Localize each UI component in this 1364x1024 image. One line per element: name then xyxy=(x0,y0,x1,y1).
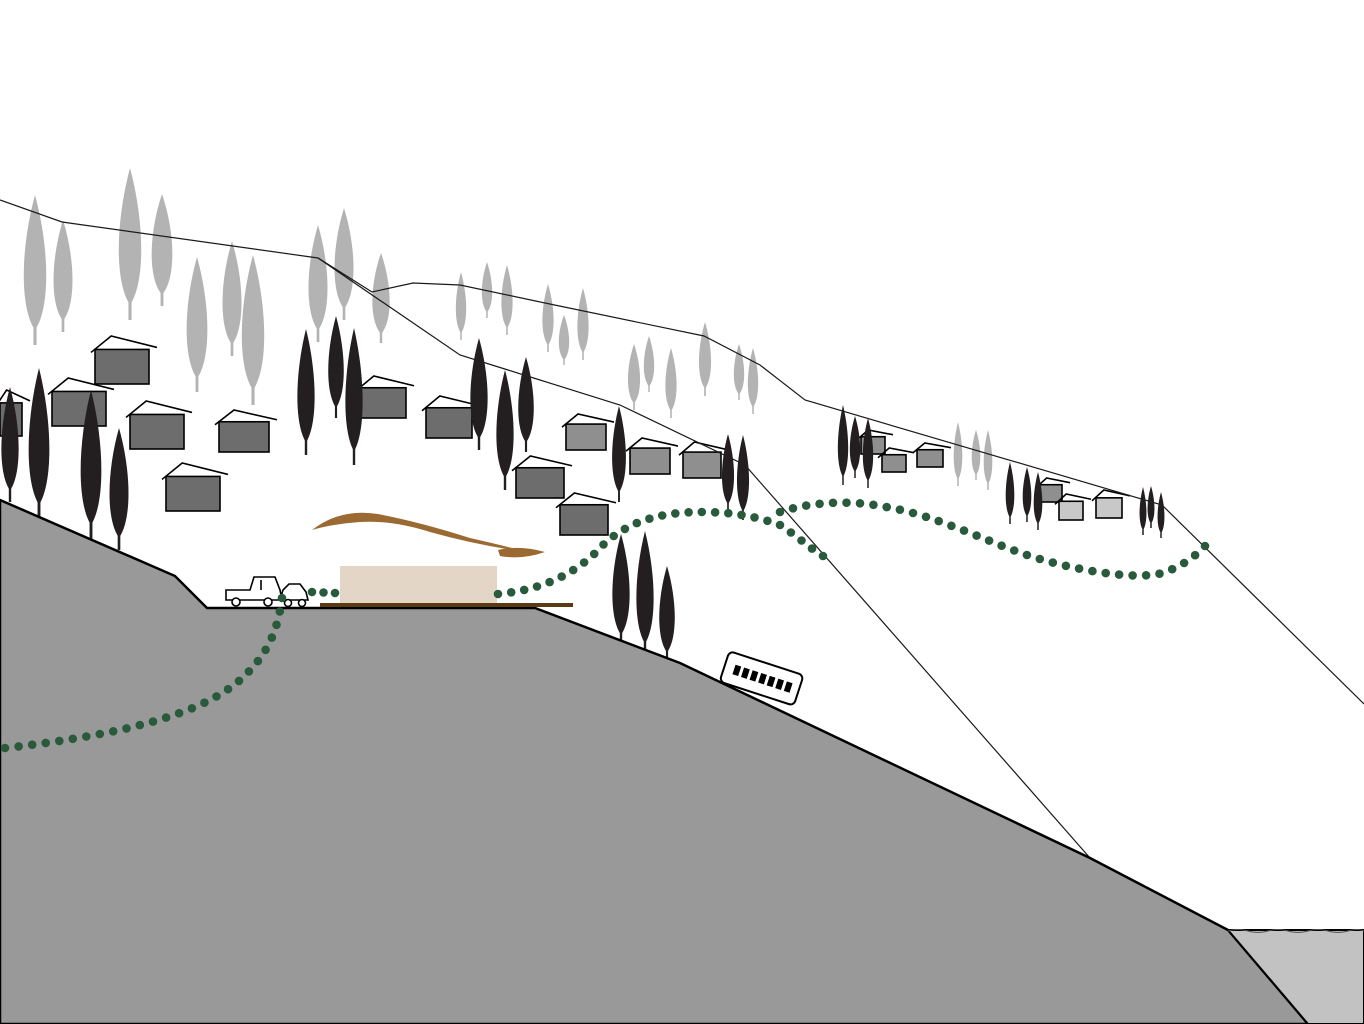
cypress-tree-icon xyxy=(496,370,514,490)
middle-ridge-line xyxy=(317,257,1091,859)
cypress-tree-icon xyxy=(151,194,173,306)
wooden-sculpture-icon xyxy=(312,512,545,558)
house-icon xyxy=(47,377,115,427)
water-surface-line xyxy=(1227,929,1364,933)
cypress-tree-icon xyxy=(334,208,354,320)
cypress-tree-icon xyxy=(1,387,19,502)
cypress-tree-icon xyxy=(241,255,265,405)
contour-lines xyxy=(0,199,1364,859)
cypress-tree-icon xyxy=(747,348,759,414)
house-icon xyxy=(161,462,229,512)
truck-icon xyxy=(225,576,283,607)
house-icon xyxy=(625,437,679,475)
house-icon xyxy=(555,492,617,536)
cypress-tree-icon xyxy=(118,168,142,320)
cypress-tree-icon xyxy=(659,566,675,662)
house-icon xyxy=(877,447,915,473)
cypress-tree-icon xyxy=(627,344,641,410)
cypress-tree-icon xyxy=(983,430,993,490)
cypress-tree-icon xyxy=(849,416,861,478)
cypress-tree-icon xyxy=(1005,462,1015,524)
house-icon xyxy=(125,400,193,450)
cypress-tree-icon xyxy=(953,422,963,486)
house-icon xyxy=(912,442,952,468)
cypress-tree-icon xyxy=(721,434,735,512)
house-icon xyxy=(421,395,481,439)
cypress-tree-icon xyxy=(501,265,513,335)
cypress-tree-icon xyxy=(297,329,315,455)
cypress-tree-icon xyxy=(80,390,102,540)
cypress-tree-icon xyxy=(643,336,655,392)
house-icon xyxy=(90,335,158,385)
dotted-trail-path xyxy=(0,498,1210,753)
cypress-tree-icon xyxy=(372,253,390,343)
cypress-tree-icon xyxy=(1147,486,1155,528)
tram-icon xyxy=(719,651,804,706)
cypress-tree-icon xyxy=(862,418,874,488)
cypress-tree-icon xyxy=(577,288,589,360)
cypress-tree-icon xyxy=(1033,472,1043,530)
cypress-tree-icon xyxy=(837,405,849,485)
cypress-tree-icon xyxy=(612,534,630,646)
cypress-tree-icon xyxy=(308,225,328,342)
exhibition-platform xyxy=(340,566,497,604)
cypress-tree-icon xyxy=(736,435,750,520)
cypress-tree-icon xyxy=(109,428,129,550)
cypress-tree-icon xyxy=(481,262,493,318)
house-icon xyxy=(355,375,415,419)
house-icon xyxy=(561,413,615,451)
cypress-tree-icon xyxy=(665,348,677,418)
tram-windows xyxy=(732,664,793,693)
cypress-tree-icon xyxy=(733,344,745,400)
cypress-tree-icon xyxy=(698,322,712,396)
car-icon xyxy=(278,583,310,608)
cypress-tree-icon xyxy=(558,315,570,365)
cypress-tree-icon xyxy=(455,272,467,340)
cypress-tree-icon xyxy=(636,531,654,656)
upper-skyline-line xyxy=(0,199,1364,705)
house-icon xyxy=(511,455,573,499)
cypress-tree-icon xyxy=(518,357,534,452)
cypress-tree-icon xyxy=(53,220,73,332)
cypress-tree-icon xyxy=(1139,487,1147,535)
house-icon xyxy=(1091,489,1131,519)
cypress-tree-icon xyxy=(222,241,242,356)
cypress-tree-icon xyxy=(28,368,50,520)
cypress-tree-icon xyxy=(345,328,363,465)
house-icon xyxy=(678,441,730,479)
cypress-tree-icon xyxy=(612,406,626,502)
far-tree-row xyxy=(23,168,993,490)
near-tree-row xyxy=(1,316,1165,662)
cypress-tree-icon xyxy=(470,338,488,450)
cypress-tree-icon xyxy=(23,195,47,345)
cypress-tree-icon xyxy=(1157,492,1165,538)
cypress-tree-icon xyxy=(1022,467,1032,522)
platform-ground-strip xyxy=(320,603,573,607)
cypress-tree-icon xyxy=(186,257,208,392)
house-icon xyxy=(214,409,278,453)
cypress-tree-icon xyxy=(542,284,554,352)
house-icon xyxy=(1054,493,1092,521)
ground-mass xyxy=(0,498,1310,1024)
cypress-tree-icon xyxy=(328,316,344,418)
house-cluster xyxy=(0,335,1131,536)
cypress-tree-icon xyxy=(971,430,981,480)
